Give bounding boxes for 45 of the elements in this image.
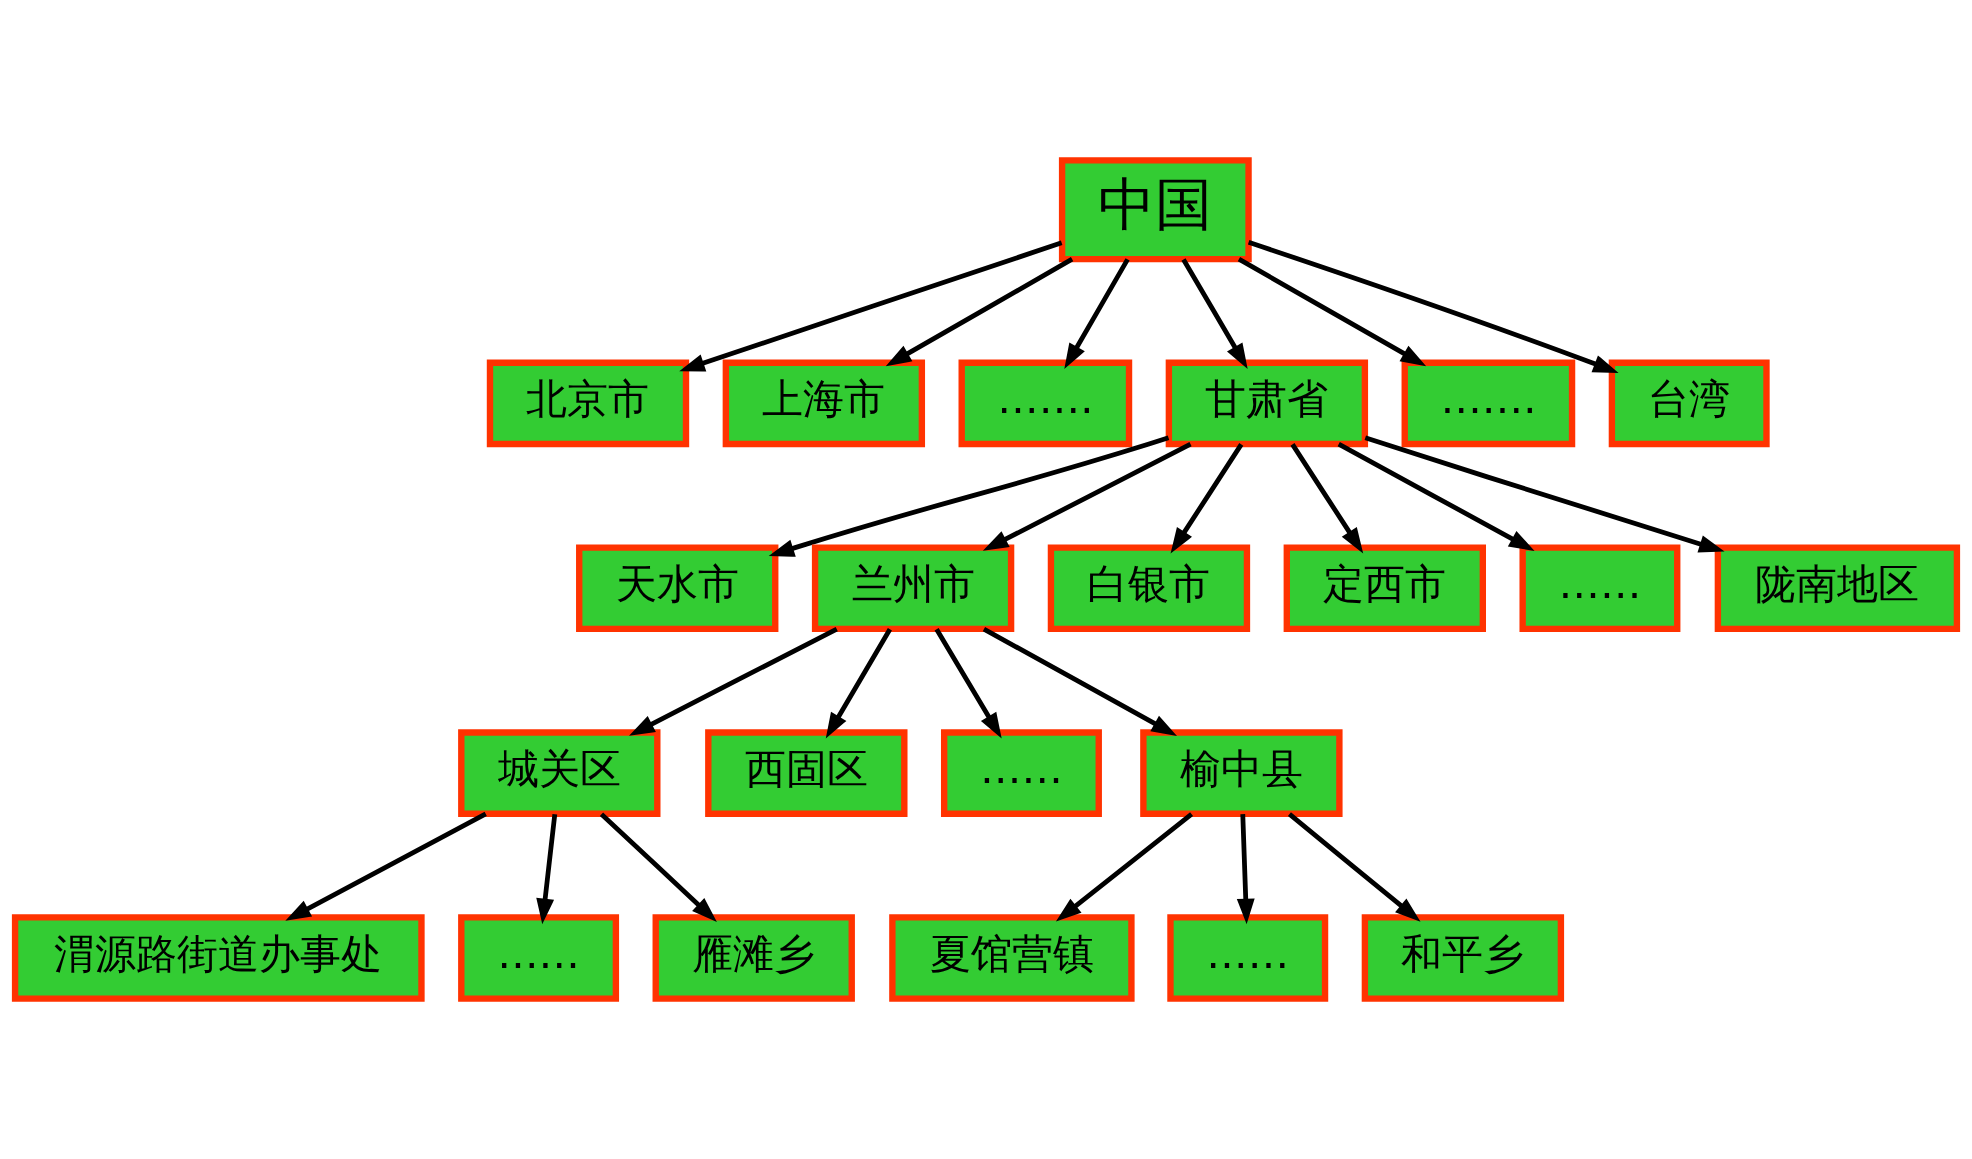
- arrow: [982, 626, 1177, 736]
- node-box: 西固区: [705, 729, 908, 817]
- node-box: 台湾: [1608, 359, 1770, 448]
- node-box: 和平乡: [1361, 914, 1565, 1002]
- arrow: [1247, 240, 1619, 373]
- node-box: ……: [1519, 544, 1681, 633]
- node-box: 榆中县: [1140, 729, 1343, 817]
- node-box: 渭源路街道办事处: [11, 914, 425, 1002]
- node-box: 兰州市: [811, 544, 1015, 633]
- node-box: 白银市: [1047, 544, 1251, 633]
- node-box: 城关区: [458, 729, 661, 817]
- node-box: 夏馆营镇: [889, 914, 1135, 1002]
- node-box: 陇南地区: [1714, 544, 1961, 633]
- arrow: [1064, 258, 1130, 369]
- arrow: [679, 240, 1063, 372]
- arrow: [629, 626, 838, 736]
- node-box: 甘肃省: [1165, 359, 1369, 448]
- arrow: [285, 811, 487, 921]
- node-box: 北京市: [486, 359, 690, 448]
- arrow: [1181, 258, 1248, 369]
- node-box: ……: [941, 729, 1102, 817]
- arrow: [1364, 435, 1725, 553]
- node-box: 中国: [1058, 157, 1252, 263]
- arrow: [1237, 257, 1427, 367]
- arrow: [536, 813, 558, 925]
- node-box: 定西市: [1283, 544, 1486, 633]
- arrow: [982, 442, 1192, 551]
- arrow: [599, 812, 717, 922]
- arrow: [885, 257, 1074, 367]
- node-box: ……: [458, 914, 620, 1002]
- node-box: 上海市: [722, 359, 926, 448]
- arrow: [1337, 442, 1535, 551]
- arrow: [1170, 443, 1244, 554]
- arrow: [934, 628, 1002, 739]
- arrow: [1236, 814, 1255, 925]
- arrow: [1055, 812, 1194, 922]
- node-box: ……: [1167, 914, 1329, 1002]
- arrow: [768, 435, 1170, 557]
- node-box: …….: [1401, 359, 1576, 448]
- node-box: 天水市: [576, 544, 779, 633]
- arrow: [1287, 812, 1421, 922]
- arrow: [825, 628, 892, 739]
- arrow: [1290, 443, 1364, 554]
- node-box: …….: [958, 359, 1133, 448]
- node-box: 雁滩乡: [652, 914, 855, 1002]
